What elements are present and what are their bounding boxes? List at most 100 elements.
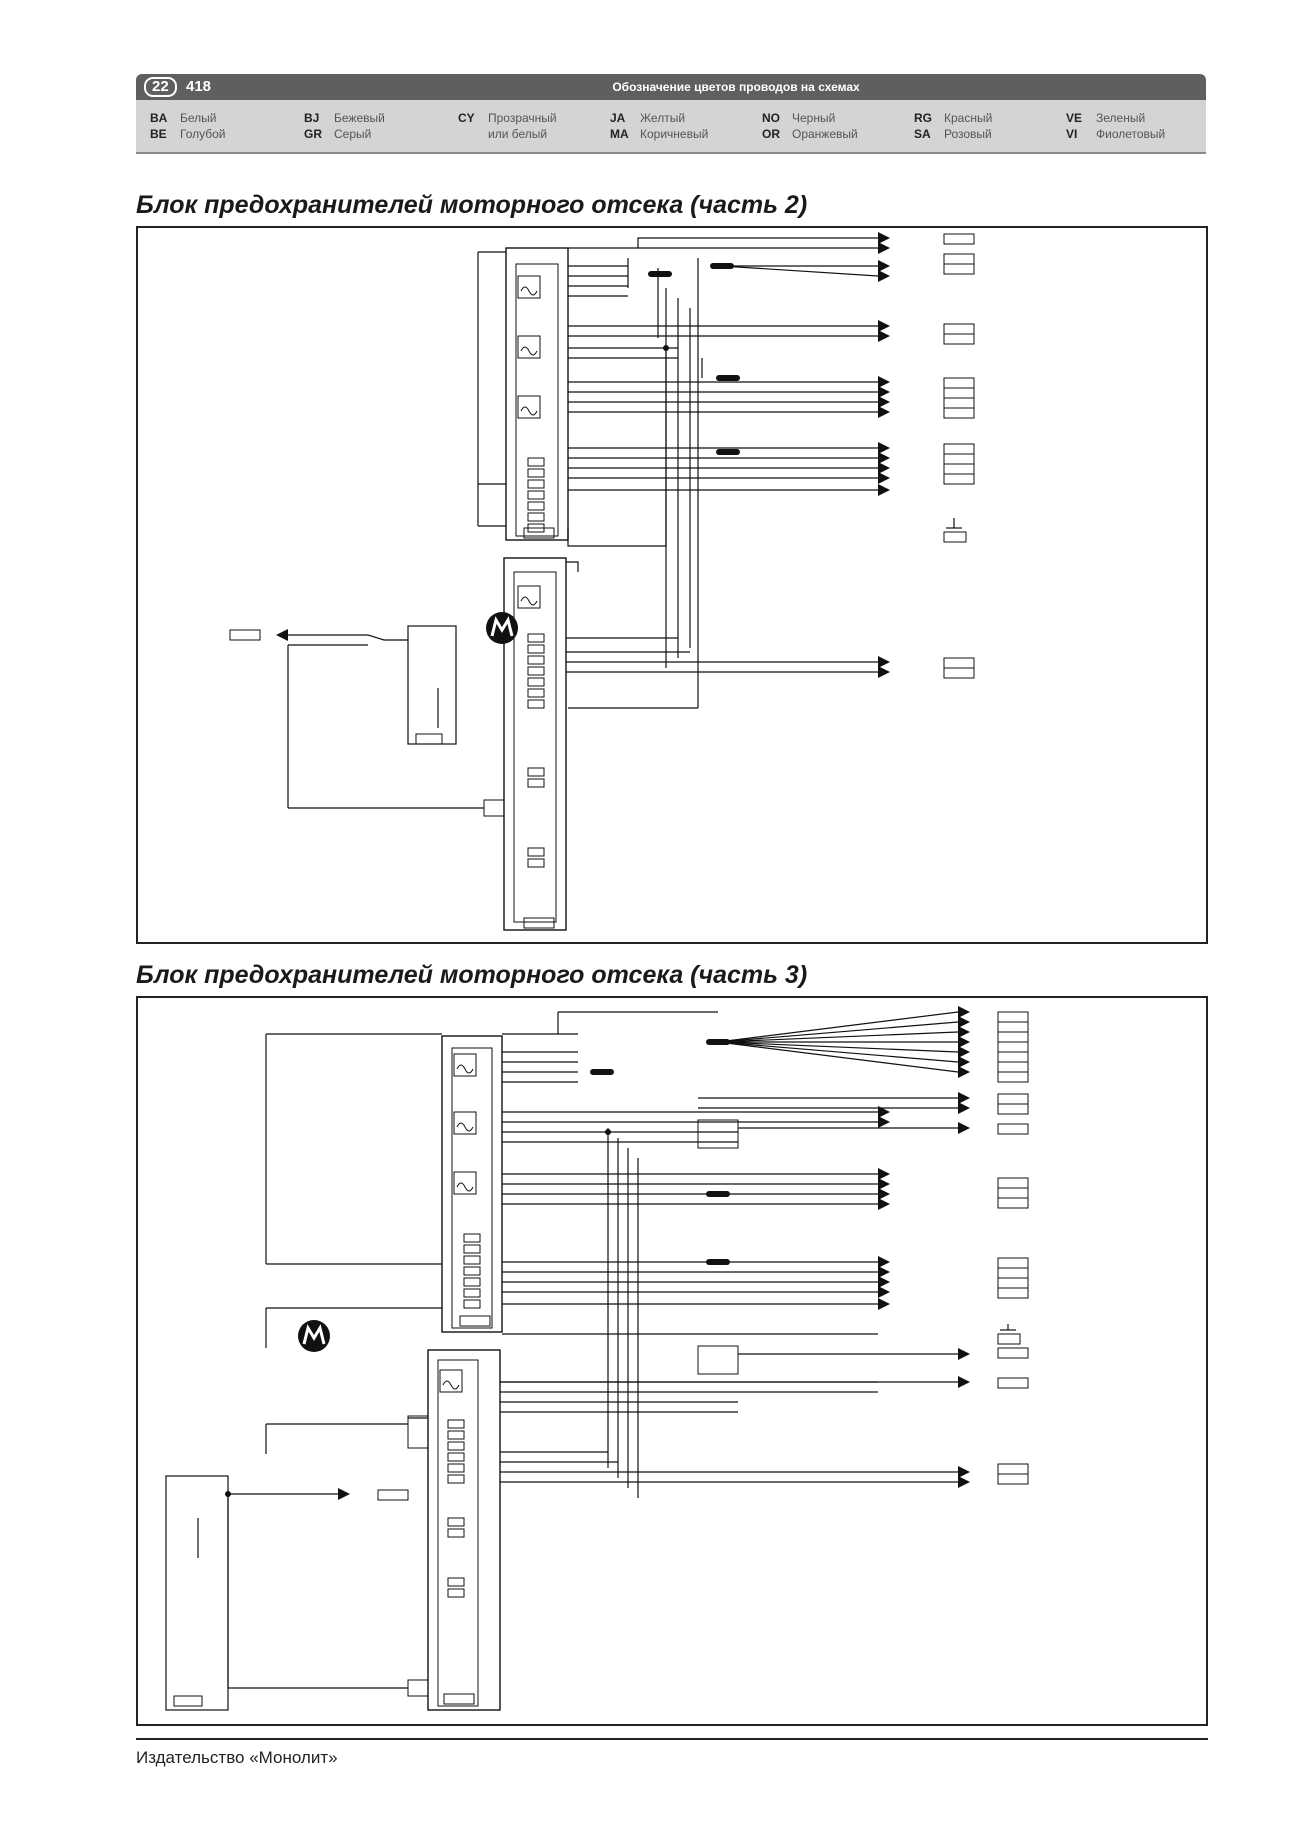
component-outline [437, 1359, 479, 1707]
component-outline [527, 468, 545, 478]
component-outline [453, 1171, 477, 1195]
component-outline [165, 1475, 229, 1711]
component-outline [527, 677, 545, 687]
component-outline [527, 778, 545, 788]
component-outline [447, 1441, 465, 1451]
component-outline [997, 1031, 1029, 1043]
component-outline [527, 490, 545, 500]
arrow-head [958, 1016, 970, 1028]
arrow-head [958, 1066, 970, 1078]
arrow-head [958, 1036, 970, 1048]
wire [717, 1031, 959, 1043]
publisher-logo-mark [302, 1324, 326, 1345]
component-outline [229, 629, 261, 641]
section-title-part-2: Блок предохранителей моторного отсека (ч… [136, 191, 808, 219]
component-outline [943, 263, 975, 275]
schematic-part-3 [165, 1006, 1029, 1711]
relay-coil [520, 406, 538, 416]
component-outline [997, 1071, 1029, 1083]
arrow-head [878, 242, 890, 254]
page-number: 418 [186, 78, 212, 95]
arrow-head [878, 472, 890, 484]
arrow-head [878, 406, 890, 418]
component-outline [943, 657, 975, 669]
component-outline [527, 644, 545, 654]
component-outline [447, 1517, 465, 1527]
component-outline [943, 407, 975, 419]
arrow-head [878, 1116, 890, 1128]
component-outline [997, 1377, 1029, 1389]
wiring-diagram-part-3 [136, 996, 1208, 1726]
arrow-head [878, 1106, 890, 1118]
component-outline [997, 1473, 1029, 1485]
arrow-head [958, 1006, 970, 1018]
component-outline [527, 847, 545, 857]
component-outline [407, 1679, 429, 1697]
wire [367, 634, 408, 641]
arrow-head [958, 1102, 970, 1114]
wire [637, 237, 878, 248]
component-outline [527, 688, 545, 698]
arrow-head [958, 1476, 970, 1488]
component-outline [997, 1103, 1029, 1115]
component-outline [447, 1419, 465, 1429]
component-outline [943, 463, 975, 475]
component-outline [463, 1288, 481, 1298]
component-outline [441, 1035, 503, 1333]
junction-dot [605, 1129, 611, 1135]
arrow-head [878, 330, 890, 342]
arrow-head [878, 270, 890, 282]
arrow-head [958, 1026, 970, 1038]
relay-coil [456, 1064, 474, 1074]
component-outline [943, 667, 975, 679]
arrow-head [878, 1188, 890, 1200]
component-outline [943, 233, 975, 245]
component-outline [447, 1430, 465, 1440]
arrow-head [878, 1168, 890, 1180]
splice-connector [648, 271, 672, 277]
arrow-head [958, 1092, 970, 1104]
component-outline [453, 1053, 477, 1077]
wire [721, 265, 879, 277]
component-outline [451, 1047, 493, 1329]
header-title: Обозначение цветов проводов на схемах [612, 80, 860, 94]
component-outline [447, 1463, 465, 1473]
component-outline [943, 387, 975, 399]
arrow-head [958, 1122, 970, 1134]
arrow-head [878, 656, 890, 668]
component-outline [997, 1011, 1029, 1023]
splice-connector [716, 449, 740, 455]
wire [566, 561, 579, 572]
wire [717, 1021, 959, 1043]
wire [717, 1041, 959, 1053]
relay-coil [520, 346, 538, 356]
component-outline [943, 531, 967, 543]
publisher-logo-mark [490, 616, 514, 637]
component-outline [997, 1347, 1029, 1359]
component-outline [173, 1695, 203, 1707]
component-outline [527, 699, 545, 709]
component-outline [527, 655, 545, 665]
component-outline [997, 1257, 1029, 1269]
component-outline [517, 335, 541, 359]
relay-coil [442, 1380, 460, 1390]
component-outline [527, 633, 545, 643]
arrow-head [878, 1298, 890, 1310]
component-outline [527, 767, 545, 777]
component-outline [997, 1187, 1029, 1199]
splice-connector [706, 1191, 730, 1197]
component-outline [527, 479, 545, 489]
